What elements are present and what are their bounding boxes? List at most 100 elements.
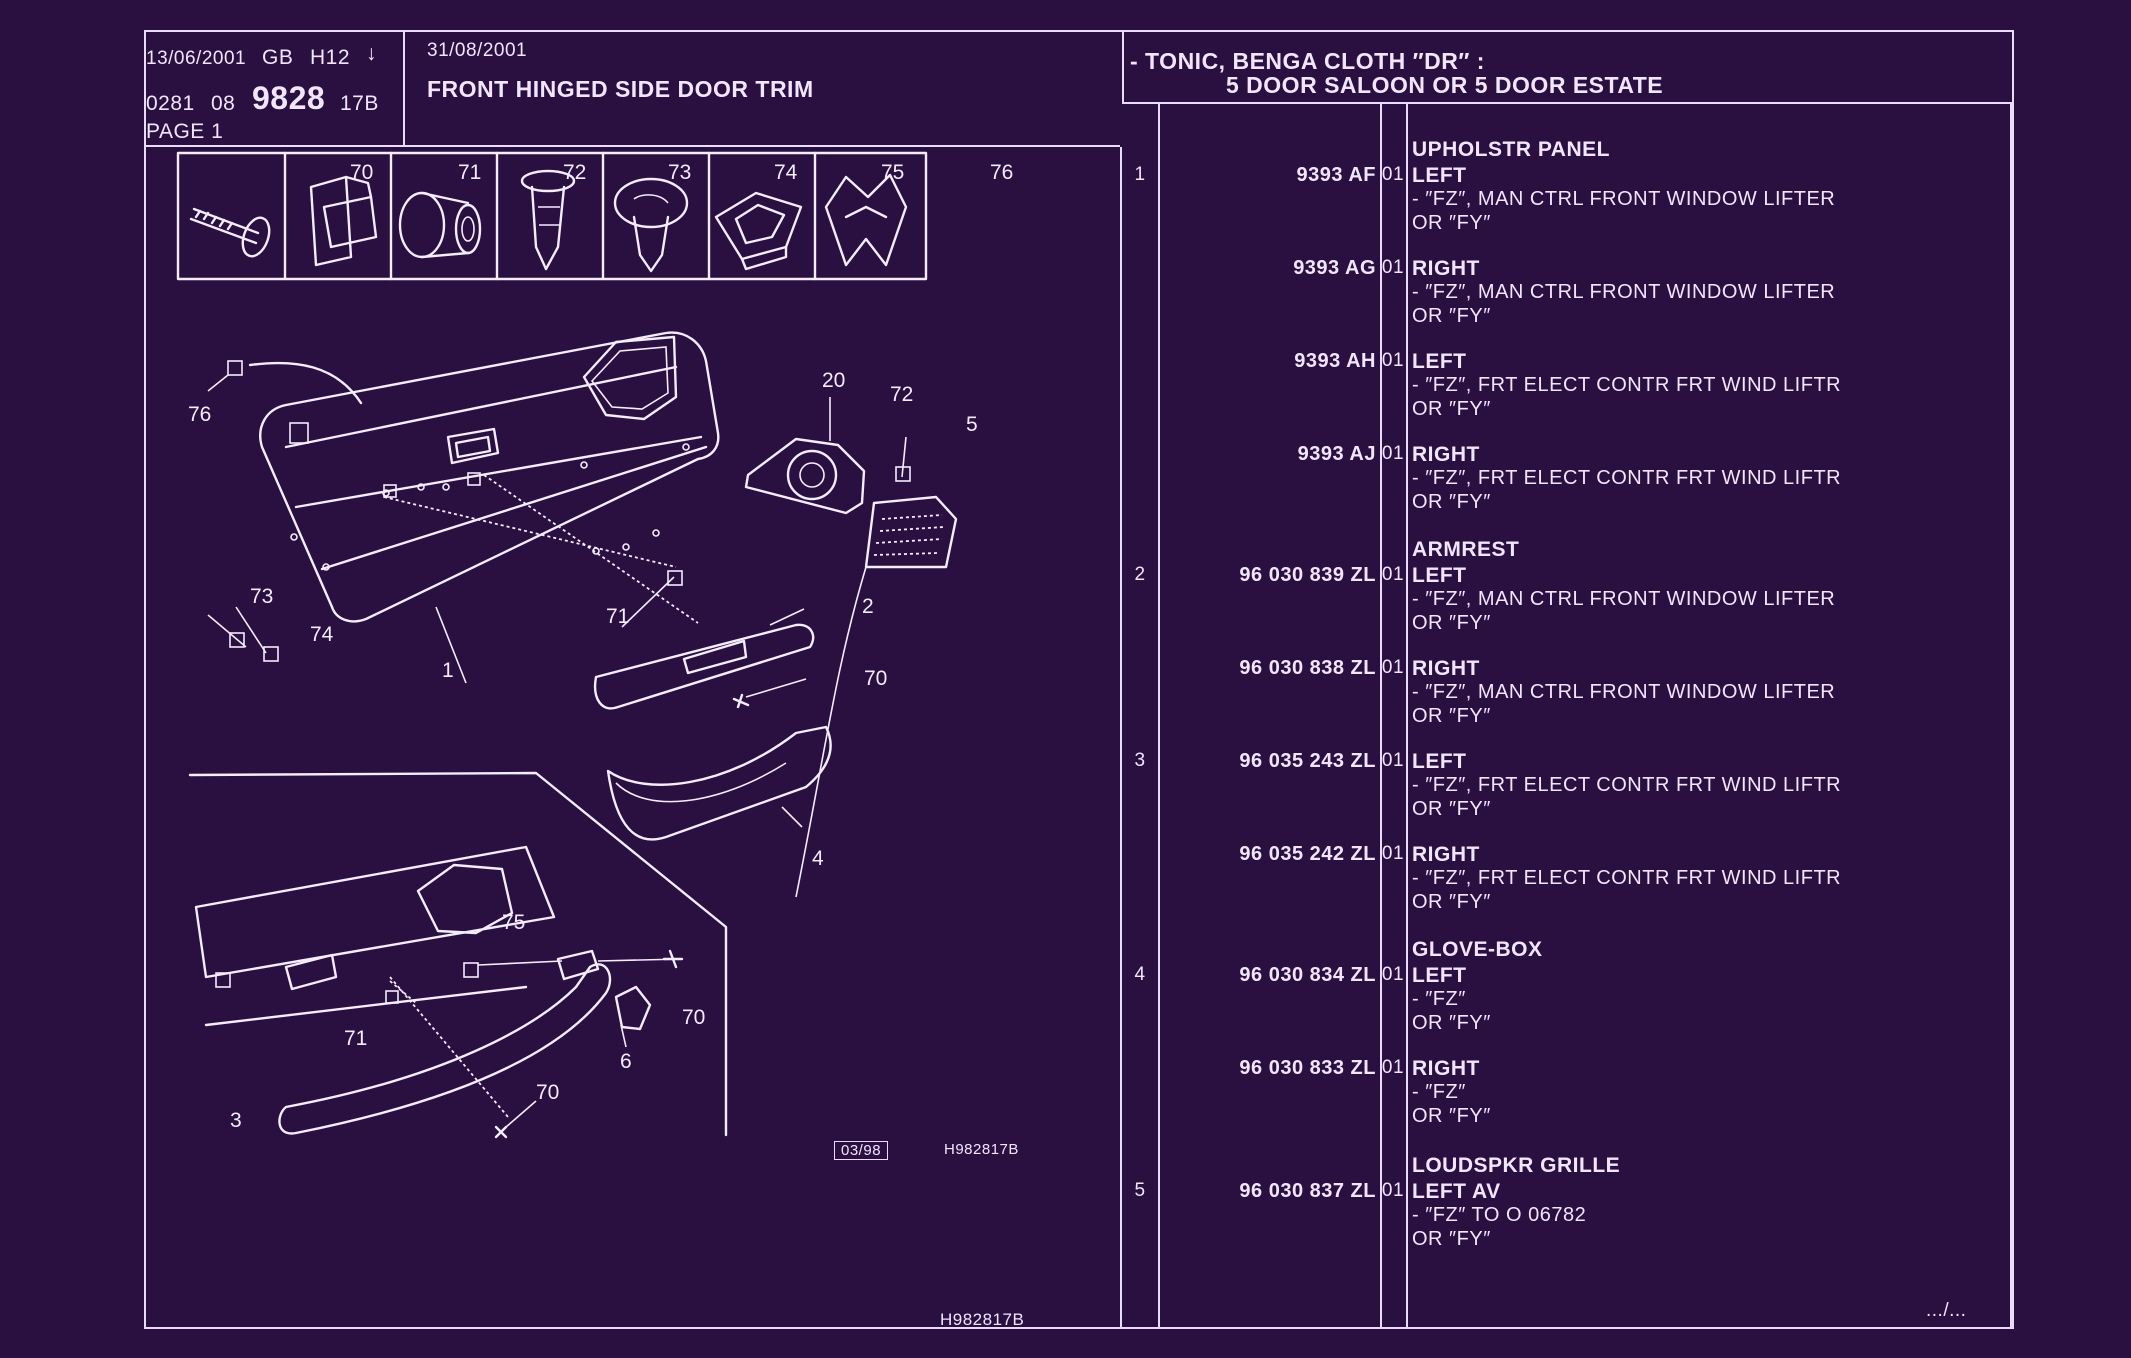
column-divider bbox=[1158, 104, 1160, 1327]
diagram-ref-code: H982817B bbox=[944, 1141, 1019, 1158]
rivet-icon bbox=[520, 169, 576, 271]
clip-icon bbox=[309, 175, 378, 267]
spring-clip-icon bbox=[824, 173, 908, 267]
part-quantity: 01 bbox=[1381, 1180, 1405, 1201]
svg-text:20: 20 bbox=[822, 369, 845, 392]
header-sub-group: 08 bbox=[211, 92, 236, 115]
svg-text:70: 70 bbox=[682, 1006, 705, 1029]
svg-text:76: 76 bbox=[990, 161, 1013, 184]
part-reference: 96 030 834 ZL bbox=[1239, 964, 1376, 986]
down-arrow-icon: ↓ bbox=[366, 42, 377, 65]
part-side: RIGHT bbox=[1412, 443, 1480, 466]
part-reference: 9393 AF bbox=[1296, 164, 1376, 186]
part-quantity: 01 bbox=[1381, 164, 1405, 185]
part-group: UPHOLSTR PANEL bbox=[1412, 138, 1610, 161]
part-quantity: 01 bbox=[1381, 564, 1405, 585]
page-title: FRONT HINGED SIDE DOOR TRIM bbox=[427, 76, 814, 102]
svg-text:72: 72 bbox=[890, 383, 913, 406]
part-reference: 96 035 242 ZL bbox=[1239, 843, 1376, 865]
inset-panel-drawing bbox=[188, 771, 728, 1139]
part-side: RIGHT bbox=[1412, 1057, 1480, 1080]
part-alt: OR ″FY″ bbox=[1412, 1105, 1491, 1127]
part-index: 5 bbox=[1134, 1180, 1146, 1201]
fastener-strip bbox=[176, 151, 928, 281]
part-side: RIGHT bbox=[1412, 257, 1480, 280]
svg-text:73: 73 bbox=[250, 585, 273, 608]
part-side: LEFT bbox=[1412, 350, 1467, 373]
svg-text:71: 71 bbox=[458, 161, 481, 184]
part-quantity: 01 bbox=[1381, 657, 1405, 678]
svg-text:75: 75 bbox=[881, 161, 904, 184]
part-alt: OR ″FY″ bbox=[1412, 212, 1491, 234]
svg-text:75: 75 bbox=[502, 911, 525, 934]
part-alt: OR ″FY″ bbox=[1412, 705, 1491, 727]
header-group: 0281 bbox=[146, 92, 195, 115]
push-clip-icon bbox=[613, 177, 689, 273]
part-alt: OR ″FY″ bbox=[1412, 798, 1491, 820]
grommet-icon bbox=[714, 191, 803, 271]
svg-text:74: 74 bbox=[774, 161, 798, 184]
svg-text:1: 1 bbox=[442, 659, 454, 682]
part-alt: OR ″FY″ bbox=[1412, 305, 1491, 327]
nut-icon bbox=[398, 191, 482, 259]
part-quantity: 01 bbox=[1381, 443, 1405, 464]
svg-text:76: 76 bbox=[188, 403, 211, 426]
column-divider bbox=[1380, 104, 1382, 1327]
part-side: RIGHT bbox=[1412, 657, 1480, 680]
svg-text:70: 70 bbox=[350, 161, 373, 184]
door-trim-drawing: 70 71 72 73 74 75 76 76 20 72 5 73 74 71… bbox=[176, 151, 1013, 1139]
part-reference: 96 030 839 ZL bbox=[1239, 564, 1376, 586]
part-reference: 9393 AG bbox=[1293, 257, 1376, 279]
part-reference: 9393 AJ bbox=[1297, 443, 1376, 465]
part-side: RIGHT bbox=[1412, 843, 1480, 866]
upholstery-panel-drawing bbox=[207, 331, 720, 623]
svg-text:72: 72 bbox=[563, 161, 586, 184]
header-code: H12 bbox=[310, 46, 351, 69]
screw-icon bbox=[189, 207, 271, 258]
part-side: LEFT bbox=[1412, 750, 1467, 773]
part-index: 4 bbox=[1134, 964, 1146, 985]
part-quantity: 01 bbox=[1381, 1057, 1405, 1078]
svg-text:2: 2 bbox=[862, 595, 874, 618]
part-note: - ″FZ″ bbox=[1412, 988, 1466, 1010]
part-note: - ″FZ″ TO O 06782 bbox=[1412, 1204, 1587, 1226]
part-note: - ″FZ″, FRT ELECT CONTR FRT WIND LIFTR bbox=[1412, 467, 1842, 489]
svg-text:70: 70 bbox=[864, 667, 887, 690]
part-quantity: 01 bbox=[1381, 257, 1405, 278]
part-note: - ″FZ″, MAN CTRL FRONT WINDOW LIFTER bbox=[1412, 188, 1836, 210]
continued-marker: .../... bbox=[1926, 1300, 1967, 1321]
column-divider bbox=[2010, 104, 2012, 1327]
part-index: 1 bbox=[1134, 164, 1146, 185]
part-reference: 96 030 838 ZL bbox=[1239, 657, 1376, 679]
svg-text:71: 71 bbox=[606, 605, 629, 628]
part-side: LEFT bbox=[1412, 564, 1467, 587]
part-quantity: 01 bbox=[1381, 350, 1405, 371]
svg-text:74: 74 bbox=[310, 623, 334, 646]
spec-line-2: 5 DOOR SALOON OR 5 DOOR ESTATE bbox=[1226, 72, 1664, 98]
glove-box-drawing bbox=[606, 725, 832, 841]
header-plate-number: 9828 bbox=[252, 80, 326, 116]
part-note: - ″FZ″, FRT ELECT CONTR FRT WIND LIFTR bbox=[1412, 774, 1842, 796]
header-spec-block: - TONIC, BENGA CLOTH ″DR″ : 5 DOOR SALOO… bbox=[1122, 32, 2012, 104]
part-group: LOUDSPKR GRILLE bbox=[1412, 1154, 1621, 1177]
part-group: ARMREST bbox=[1412, 538, 1520, 561]
part-index: 3 bbox=[1134, 750, 1146, 771]
header-id-block: 13/06/2001 GB H12 ↓ 0281 08 9828 17B PAG… bbox=[146, 32, 405, 147]
part-note: - ″FZ″, MAN CTRL FRONT WINDOW LIFTER bbox=[1412, 588, 1836, 610]
part-alt: OR ″FY″ bbox=[1412, 491, 1491, 513]
part-reference: 96 035 243 ZL bbox=[1239, 750, 1376, 772]
part-quantity: 01 bbox=[1381, 964, 1405, 985]
part-quantity: 01 bbox=[1381, 750, 1405, 771]
part-alt: OR ″FY″ bbox=[1412, 398, 1491, 420]
part-group: GLOVE-BOX bbox=[1412, 938, 1543, 961]
edition-stamp: 03/98 bbox=[834, 1141, 889, 1160]
part-note: - ″FZ″, MAN CTRL FRONT WINDOW LIFTER bbox=[1412, 281, 1836, 303]
part-note: - ″FZ″, FRT ELECT CONTR FRT WIND LIFTR bbox=[1412, 867, 1842, 889]
header-plate-suffix: 17B bbox=[340, 92, 379, 115]
part-side: LEFT AV bbox=[1412, 1180, 1501, 1203]
svg-text:6: 6 bbox=[620, 1050, 632, 1073]
spec-line-1: - TONIC, BENGA CLOTH ″DR″ : bbox=[1130, 48, 1485, 74]
header-page: PAGE 1 bbox=[146, 120, 224, 143]
svg-text:5: 5 bbox=[966, 413, 978, 436]
leader-lines bbox=[207, 570, 807, 1128]
